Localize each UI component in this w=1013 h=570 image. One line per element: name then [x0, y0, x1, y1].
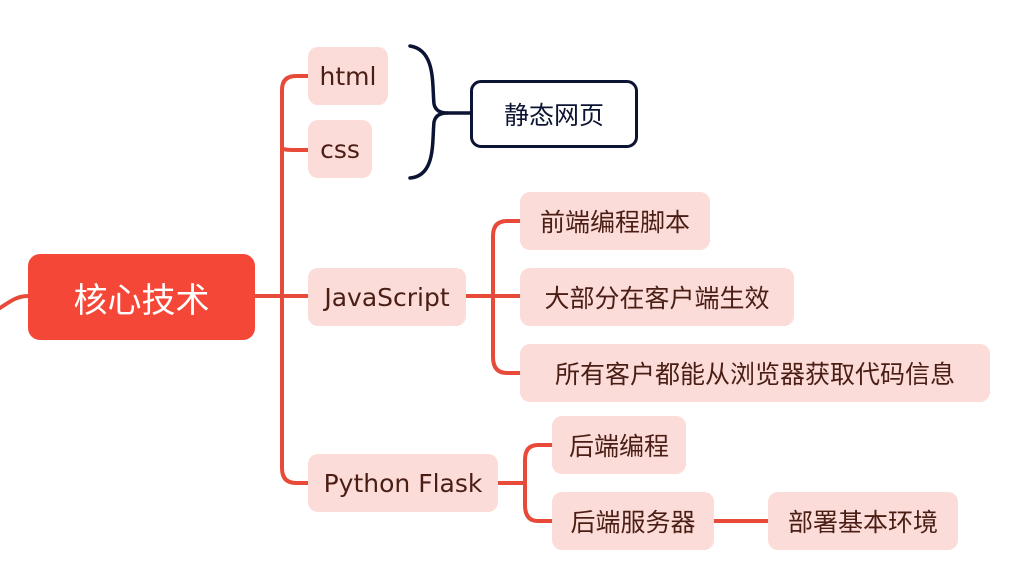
javascript-child-label: 前端编程脚本 — [539, 208, 690, 237]
javascript-child-browser[interactable]: 所有客户都能从浏览器获取代码信息 — [520, 344, 990, 402]
javascript-child-label: 所有客户都能从浏览器获取代码信息 — [554, 360, 955, 389]
flask-child-server[interactable]: 后端服务器 — [552, 492, 714, 550]
root-node[interactable]: 核心技术 — [28, 254, 255, 340]
flask-child-backend[interactable]: 后端编程 — [552, 416, 686, 474]
branch-css[interactable]: css — [308, 120, 372, 178]
root-label: 核心技术 — [73, 280, 210, 321]
server-child-label: 部署基本环境 — [787, 508, 938, 537]
branch-javascript[interactable]: JavaScript — [308, 268, 466, 326]
branch-html[interactable]: html — [308, 47, 388, 105]
javascript-child-client[interactable]: 大部分在客户端生效 — [520, 268, 794, 326]
summary-label: 静态网页 — [503, 101, 604, 130]
server-child-deploy[interactable]: 部署基本环境 — [768, 492, 958, 550]
summary-brace — [408, 44, 449, 180]
branch-css-label: css — [320, 134, 360, 164]
flask-children-connector — [496, 443, 554, 523]
flask-child-label: 后端服务器 — [570, 508, 696, 537]
root-trunk-connector — [253, 74, 310, 485]
branch-html-label: html — [319, 61, 377, 91]
javascript-children-connector — [464, 219, 522, 375]
summary-node[interactable]: 静态网页 — [470, 80, 638, 148]
flask-child-label: 后端编程 — [568, 432, 669, 461]
branch-python-flask-label: Python Flask — [323, 468, 483, 498]
javascript-child-frontend[interactable]: 前端编程脚本 — [520, 192, 710, 250]
root-incoming-connector — [0, 294, 30, 310]
branch-python-flask[interactable]: Python Flask — [308, 454, 498, 512]
javascript-child-label: 大部分在客户端生效 — [544, 284, 770, 313]
branch-javascript-label: JavaScript — [324, 282, 450, 312]
